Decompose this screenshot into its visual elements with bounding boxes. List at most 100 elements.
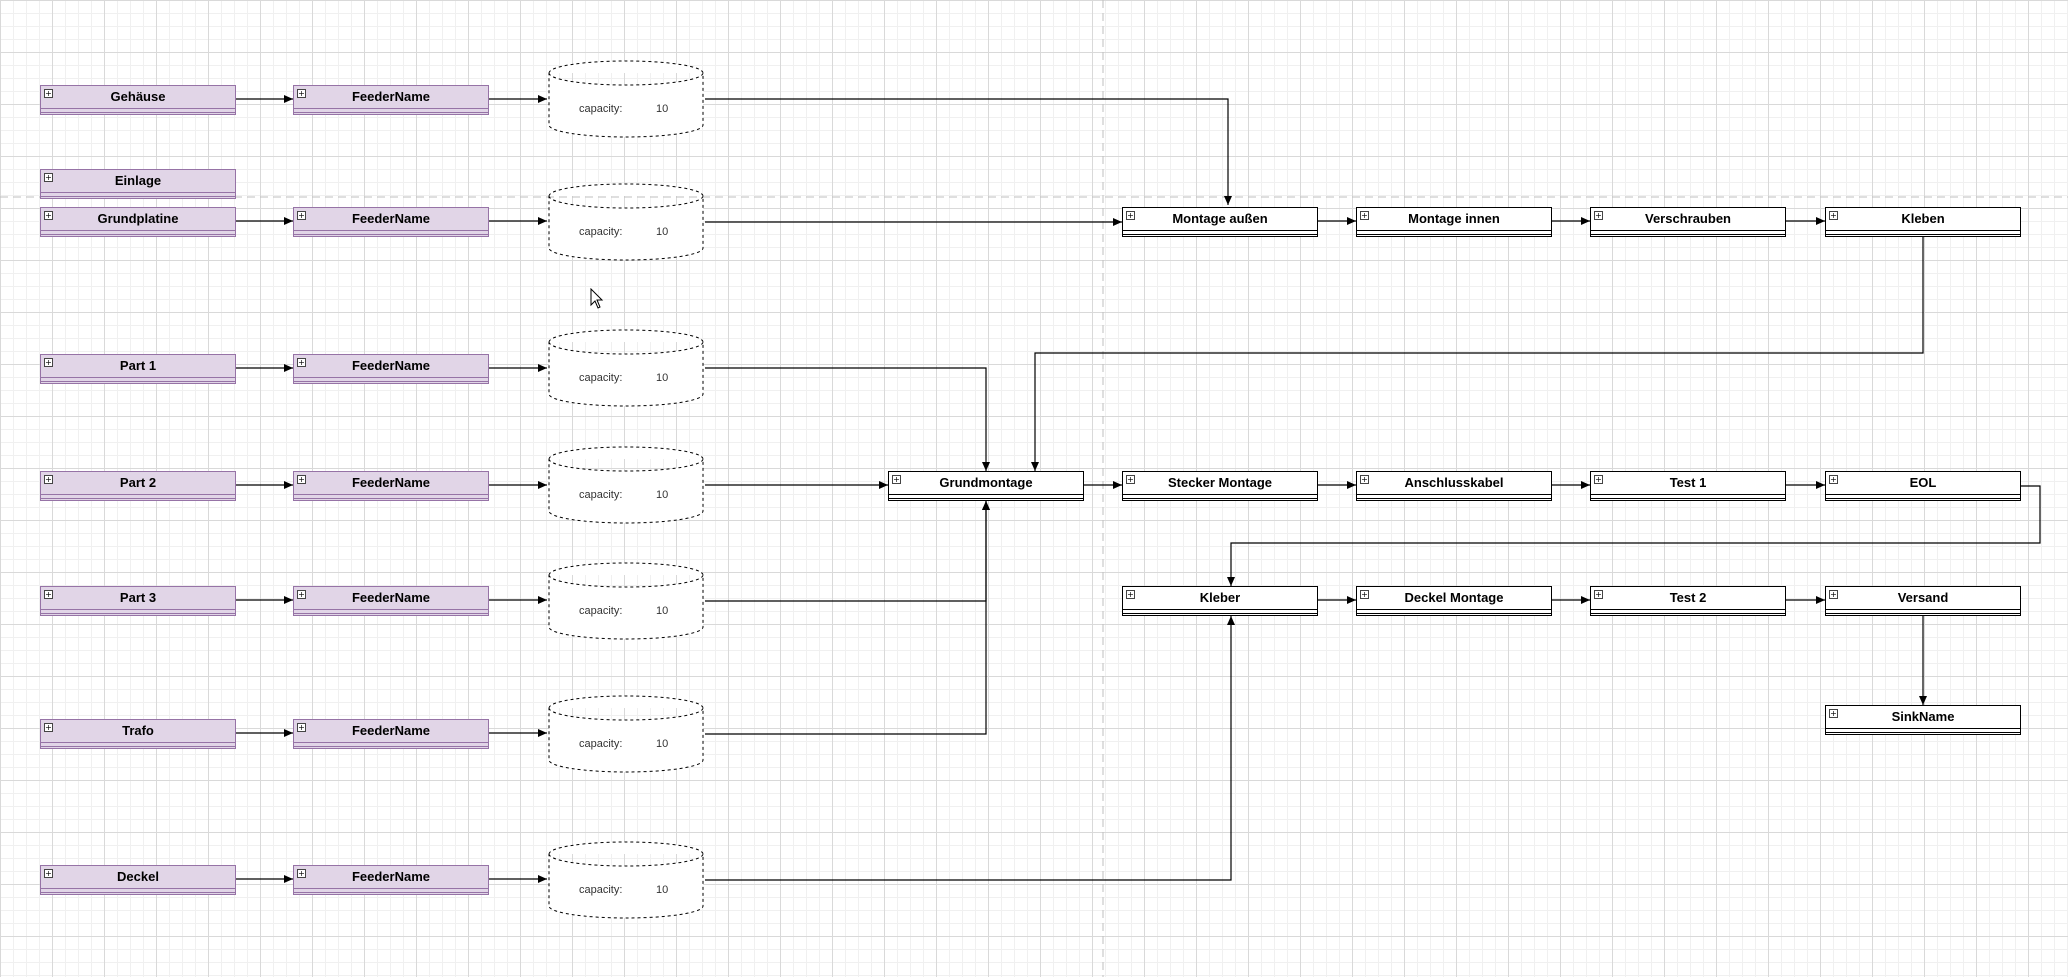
station-stecker-montage[interactable]: + Stecker Montage xyxy=(1122,471,1318,501)
feeder-trafo[interactable]: + FeederName xyxy=(293,719,489,749)
connector-edge[interactable] xyxy=(1227,485,2041,586)
station-kleben[interactable]: + Kleben xyxy=(1825,207,2021,237)
source-grundplatine[interactable]: + Grundplatine xyxy=(40,207,236,237)
expand-icon[interactable]: + xyxy=(1829,475,1838,484)
node-divider xyxy=(1826,234,2020,235)
node-label: Test 1 xyxy=(1591,472,1785,495)
buffer-part-3[interactable]: capacity: 10 xyxy=(547,561,705,641)
feeder-grundplatine[interactable]: + FeederName xyxy=(293,207,489,237)
node-divider xyxy=(1123,234,1317,235)
expand-icon[interactable]: + xyxy=(1126,211,1135,220)
expand-icon[interactable]: + xyxy=(44,723,53,732)
expand-icon[interactable]: + xyxy=(297,723,306,732)
buffer-gehaeuse[interactable]: capacity: 10 xyxy=(547,59,705,139)
expand-icon[interactable]: + xyxy=(44,869,53,878)
source-trafo[interactable]: + Trafo xyxy=(40,719,236,749)
station-test-1[interactable]: + Test 1 xyxy=(1590,471,1786,501)
expand-icon[interactable]: + xyxy=(297,211,306,220)
source-einlage[interactable]: + Einlage xyxy=(40,169,236,199)
expand-icon[interactable]: + xyxy=(44,475,53,484)
node-label: Grundmontage xyxy=(889,472,1083,495)
station-verschrauben[interactable]: + Verschrauben xyxy=(1590,207,1786,237)
station-versand[interactable]: + Versand xyxy=(1825,586,2021,616)
station-montage-innen[interactable]: + Montage innen xyxy=(1356,207,1552,237)
station-kleber[interactable]: + Kleber xyxy=(1122,586,1318,616)
node-divider xyxy=(41,381,235,382)
feeder-deckel[interactable]: + FeederName xyxy=(293,865,489,895)
feeder-part-1[interactable]: + FeederName xyxy=(293,354,489,384)
expand-icon[interactable]: + xyxy=(1126,475,1135,484)
expand-icon[interactable]: + xyxy=(297,590,306,599)
buffer-cylinder-shape xyxy=(548,183,704,261)
source-deckel[interactable]: + Deckel xyxy=(40,865,236,895)
expand-icon[interactable]: + xyxy=(1126,590,1135,599)
buffer-trafo[interactable]: capacity: 10 xyxy=(547,694,705,774)
node-label: Trafo xyxy=(41,720,235,743)
capacity-label: capacity: xyxy=(579,738,623,750)
node-label: Montage innen xyxy=(1357,208,1551,231)
expand-icon[interactable]: + xyxy=(892,475,901,484)
expand-icon[interactable]: + xyxy=(297,89,306,98)
station-deckel-montage[interactable]: + Deckel Montage xyxy=(1356,586,1552,616)
connector-edge[interactable] xyxy=(705,616,1235,881)
station-anschlusskabel[interactable]: + Anschlusskabel xyxy=(1356,471,1552,501)
source-part-1[interactable]: + Part 1 xyxy=(40,354,236,384)
buffer-part-1[interactable]: capacity: 10 xyxy=(547,328,705,408)
feeder-part-3[interactable]: + FeederName xyxy=(293,586,489,616)
node-divider xyxy=(294,498,488,499)
node-divider xyxy=(1357,498,1551,499)
node-divider xyxy=(41,112,235,113)
node-divider xyxy=(41,196,235,197)
feeder-gehaeuse[interactable]: + FeederName xyxy=(293,85,489,115)
station-eol[interactable]: + EOL xyxy=(1825,471,2021,501)
connector-edge[interactable] xyxy=(705,501,990,602)
node-label: EOL xyxy=(1826,472,2020,495)
feeder-part-2[interactable]: + FeederName xyxy=(293,471,489,501)
expand-icon[interactable]: + xyxy=(1829,709,1838,718)
node-label: Einlage xyxy=(41,170,235,193)
expand-icon[interactable]: + xyxy=(1829,590,1838,599)
node-divider xyxy=(41,498,235,499)
expand-icon[interactable]: + xyxy=(44,358,53,367)
connector-edge[interactable] xyxy=(705,367,990,471)
expand-icon[interactable]: + xyxy=(44,89,53,98)
sink-node[interactable]: + SinkName xyxy=(1825,705,2021,735)
buffer-cylinder-shape xyxy=(548,695,704,773)
node-label: Kleben xyxy=(1826,208,2020,231)
expand-icon[interactable]: + xyxy=(297,869,306,878)
node-divider xyxy=(41,613,235,614)
node-label: SinkName xyxy=(1826,706,2020,729)
source-part-3[interactable]: + Part 3 xyxy=(40,586,236,616)
connector-edge[interactable] xyxy=(1031,237,1924,471)
connector-edge[interactable] xyxy=(705,501,990,735)
buffer-deckel[interactable]: capacity: 10 xyxy=(547,840,705,920)
source-part-2[interactable]: + Part 2 xyxy=(40,471,236,501)
expand-icon[interactable]: + xyxy=(1360,211,1369,220)
expand-icon[interactable]: + xyxy=(44,211,53,220)
expand-icon[interactable]: + xyxy=(44,590,53,599)
station-test-2[interactable]: + Test 2 xyxy=(1590,586,1786,616)
expand-icon[interactable]: + xyxy=(1594,211,1603,220)
expand-icon[interactable]: + xyxy=(1594,475,1603,484)
station-grundmontage[interactable]: + Grundmontage xyxy=(888,471,1084,501)
expand-icon[interactable]: + xyxy=(297,475,306,484)
connector-edge[interactable] xyxy=(705,98,1232,205)
station-montage-aussen[interactable]: + Montage außen xyxy=(1122,207,1318,237)
node-divider xyxy=(294,892,488,893)
node-divider xyxy=(294,746,488,747)
node-label: Part 3 xyxy=(41,587,235,610)
capacity-value: 10 xyxy=(656,738,669,750)
source-gehaeuse[interactable]: + Gehäuse xyxy=(40,85,236,115)
node-label: FeederName xyxy=(294,355,488,378)
expand-icon[interactable]: + xyxy=(1829,211,1838,220)
buffer-grundplatine[interactable]: capacity: 10 xyxy=(547,182,705,262)
node-label: Gehäuse xyxy=(41,86,235,109)
expand-icon[interactable]: + xyxy=(1360,475,1369,484)
buffer-cylinder-shape xyxy=(548,329,704,407)
expand-icon[interactable]: + xyxy=(1360,590,1369,599)
expand-icon[interactable]: + xyxy=(297,358,306,367)
expand-icon[interactable]: + xyxy=(44,173,53,182)
buffer-part-2[interactable]: capacity: 10 xyxy=(547,445,705,525)
expand-icon[interactable]: + xyxy=(1594,590,1603,599)
